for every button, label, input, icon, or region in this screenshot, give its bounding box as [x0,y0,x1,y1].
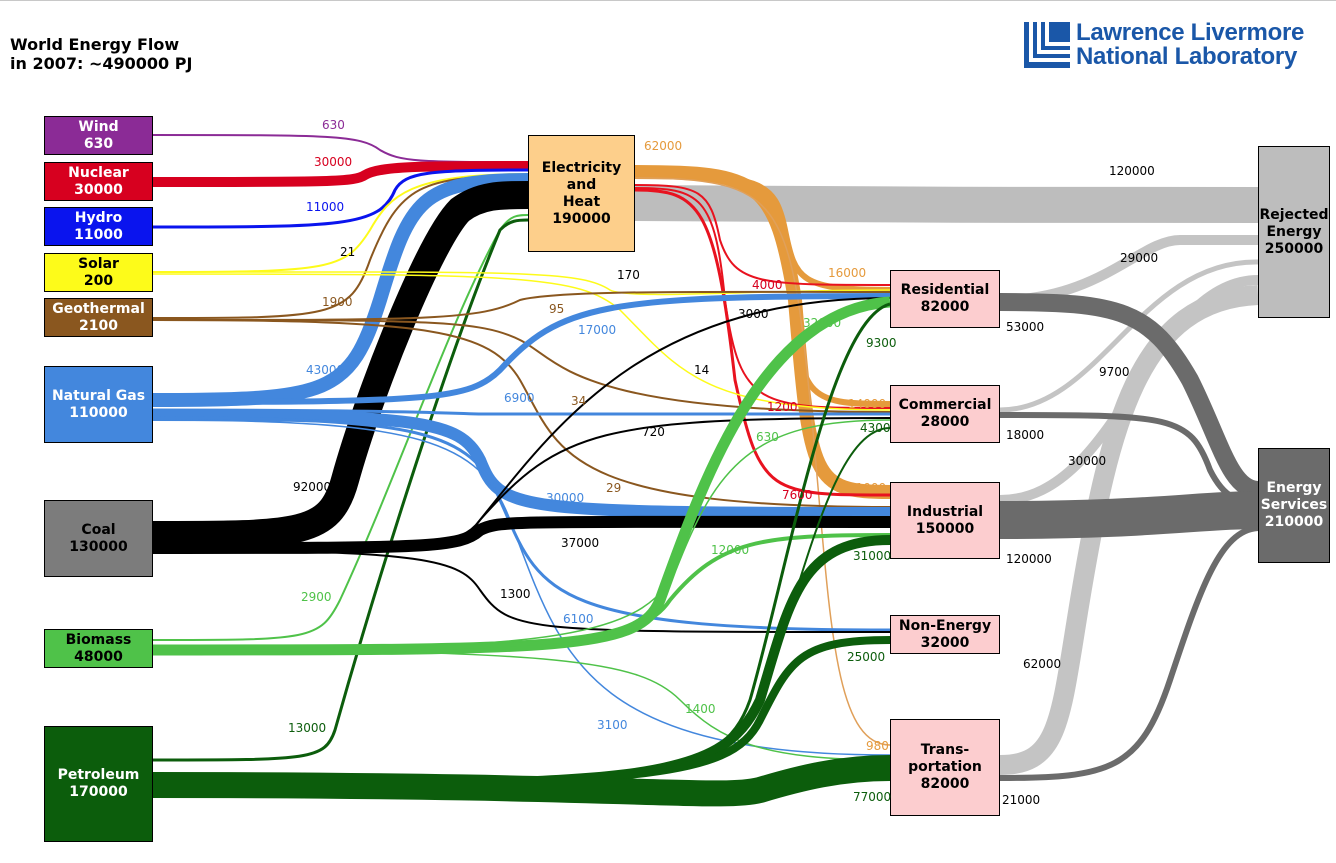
flow-label-coal-elec: 92000 [293,480,332,494]
flow-transport-services [999,525,1259,781]
flow-label-geo-com: 34 [571,394,587,408]
flow-label-ind-out: 120000 [1006,552,1052,566]
flow-label-geo-res: 95 [549,302,565,316]
flow-label-wind-elec: 630 [322,118,345,132]
flow-label-gas-elec: 43000 [306,363,345,377]
node-electricity-heat[interactable]: Electricity and Heat 190000 [528,135,635,252]
flow-label-coal-ind: 37000 [561,536,600,550]
flow-label-elec-rej: 120000 [1109,164,1155,178]
flow-label-coal-non: 1300 [500,587,531,601]
flow-label-gas-com: 6900 [504,391,535,405]
flow-solar-electricity [152,173,529,273]
flow-label-geo-ind: 29 [606,481,622,495]
top-border [0,0,1336,1]
flow-label-rej-30000: 30000 [1068,454,1107,468]
flow-label-coal-com: 720 [642,425,665,439]
flow-residential-services [999,293,1260,499]
node-wind[interactable]: Wind 630 [44,116,153,155]
flow-gas-electricity [152,173,529,407]
flow-transport-rejected [999,285,1259,775]
flow-label-tra-out: 21000 [1002,793,1041,807]
flow-label-pet-tra: 77000 [853,790,892,804]
flow-nuclear-electricity [152,161,529,187]
flow-label-nuc-com: 1200 [767,400,798,414]
flow-label-nuc-ind: 7600 [782,488,813,502]
flow-label-elec-com: 14000 [848,397,887,411]
flow-commercial-rejected [999,259,1259,413]
flow-label-elec-ind: 31000 [848,481,887,495]
node-commercial[interactable]: Commercial 28000 [890,385,1000,443]
flow-label-nuclear-elec: 30000 [314,155,353,169]
node-non-energy[interactable]: Non-Energy 32000 [890,615,1000,654]
node-industrial[interactable]: Industrial 150000 [890,482,1000,559]
flow-label-pet-com: 4300 [860,421,891,435]
flow-label-nuc-res: 4000 [752,278,783,292]
flow-label-elec-res: 16000 [828,266,867,280]
node-residential[interactable]: Residential 82000 [890,270,1000,328]
flow-label-bio-res: 32000 [803,316,842,330]
flow-label-gas-ind: 30000 [546,491,585,505]
flow-label-gas-tra: 3100 [597,718,628,732]
flow-label-pet-ind: 31000 [853,549,892,563]
flow-label-solar-elec: 21 [340,245,356,259]
node-hydro[interactable]: Hydro 11000 [44,207,153,246]
flow-label-geo-elec: 1900 [322,295,353,309]
flow-label-elec-out: 62000 [644,139,683,153]
flow-gas-sectors [152,293,891,405]
title-line-1: World Energy Flow [10,35,180,54]
flow-label-elec-tra: 980 [866,739,889,753]
flow-electricity-rejected [634,185,1259,223]
flow-residential-rejected [999,234,1258,305]
page-title: World Energy Flow in 2007: ~490000 PJ [10,35,192,73]
node-petroleum[interactable]: Petroleum 170000 [44,726,153,842]
node-natural-gas[interactable]: Natural Gas 110000 [44,366,153,443]
flow-label-solar-com: 14 [694,363,710,377]
llnl-logo-text: Lawrence Livermore National Laboratory [1076,19,1305,70]
flow-biomass-electricity [152,214,529,641]
node-transportation[interactable]: Trans- portation 82000 [890,719,1000,816]
node-coal[interactable]: Coal 130000 [44,500,153,577]
node-nuclear[interactable]: Nuclear 30000 [44,162,153,201]
flow-label-pet-elec: 13000 [288,721,327,735]
flow-label-coal-res: 3000 [738,307,769,321]
node-biomass[interactable]: Biomass 48000 [44,629,153,668]
node-solar[interactable]: Solar 200 [44,253,153,292]
flow-geothermal-sectors [152,290,891,321]
flow-nuclear-sectors [634,184,891,286]
node-geothermal[interactable]: Geothermal 2100 [44,298,153,337]
flow-geothermal-electricity [152,175,529,319]
flow-label-bio-tra: 1400 [685,702,716,716]
flow-label-res-out: 53000 [1006,320,1045,334]
node-rejected-energy[interactable]: Rejected Energy 250000 [1258,146,1330,318]
flow-hydro-electricity [152,168,529,229]
flow-label-bio-ind: 12000 [711,543,750,557]
flow-label-pet-res: 9300 [866,336,897,350]
flow-label-bio-elec: 2900 [301,590,332,604]
flow-label-com-out: 18000 [1006,428,1045,442]
llnl-logo-icon [1024,22,1070,68]
flow-label-rej-29000: 29000 [1120,251,1159,265]
flow-label-rej-9700: 9700 [1099,365,1130,379]
flow-label-rej-62000: 62000 [1023,657,1062,671]
node-energy-services[interactable]: Energy Services 210000 [1258,448,1330,563]
flow-industrial-services [999,491,1259,539]
title-line-2: in 2007: ~490000 PJ [10,54,193,73]
flow-label-gas-non: 6100 [563,612,594,626]
flow-label-gas-res: 17000 [578,323,617,337]
flow-label-bio-com: 630 [756,430,779,444]
flow-coal-electricity [152,181,529,549]
flow-label-solar-res: 170 [617,268,640,282]
flow-label-hydro-elec: 11000 [306,200,345,214]
flow-label-pet-non: 25000 [847,650,886,664]
